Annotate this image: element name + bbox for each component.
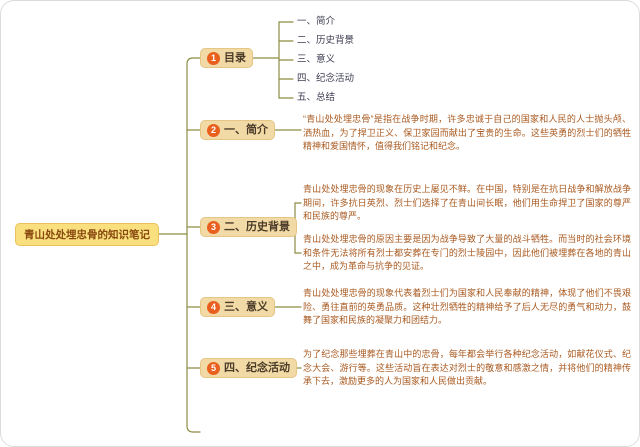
root-node-label: 青山处处埋忠骨的知识笔记	[24, 229, 150, 241]
branch-number-badge: 1	[207, 51, 220, 65]
branch-number-badge: 3	[207, 220, 220, 234]
branch-label: 一、简介	[224, 124, 268, 136]
connector-trunk	[186, 57, 201, 433]
toc-item-history[interactable]: 二、历史背景	[297, 35, 355, 46]
branch-node-intro[interactable]: 2 一、简介	[200, 120, 275, 140]
branch-label: 二、历史背景	[224, 221, 290, 233]
branch-label: 目录	[224, 52, 246, 64]
toc-item-memorial[interactable]: 四、纪念活动	[297, 73, 355, 84]
branch-node-history[interactable]: 3 二、历史背景	[200, 217, 297, 237]
branch-node-memorial[interactable]: 5 四、纪念活动	[200, 358, 297, 378]
toc-item-summary[interactable]: 五、总结	[297, 92, 336, 103]
toc-item-intro[interactable]: 一、简介	[297, 16, 336, 27]
branch-node-toc[interactable]: 1 目录	[200, 48, 253, 68]
root-node[interactable]: 青山处处埋忠骨的知识笔记	[15, 223, 159, 246]
leaf-paragraph-history-1[interactable]: 青山处处埋忠骨的现象在历史上屡见不鲜。在中国，特别是在抗日战争和解放战争期间，许…	[303, 184, 631, 221]
branch-number-badge: 2	[207, 123, 220, 137]
branch-label: 四、纪念活动	[224, 362, 290, 374]
leaf-paragraph-intro[interactable]: “青山处处埋忠骨”是指在战争时期，许多忠诚于自己的国家和人民的人士抛头颅、洒热血…	[303, 114, 631, 151]
branch-node-meaning[interactable]: 4 三、意义	[200, 297, 275, 317]
branch-number-badge: 4	[207, 300, 220, 314]
branch-label: 三、意义	[224, 301, 268, 313]
leaf-paragraph-memorial[interactable]: 为了纪念那些埋葬在青山中的忠骨，每年都会举行各种纪念活动，如献花仪式、纪念大会、…	[303, 349, 631, 386]
leaf-paragraph-meaning[interactable]: 青山处处埋忠骨的现象代表着烈士们为国家和人民奉献的精神，体现了他们不畏艰险、勇往…	[303, 288, 631, 325]
branch-number-badge: 5	[207, 361, 220, 375]
toc-item-meaning[interactable]: 三、意义	[297, 54, 336, 65]
leaf-paragraph-history-2[interactable]: 青山处处埋忠骨的原因主要是因为战争导致了大量的战斗牺牲。而当时的社会环境和条件无…	[303, 234, 631, 271]
